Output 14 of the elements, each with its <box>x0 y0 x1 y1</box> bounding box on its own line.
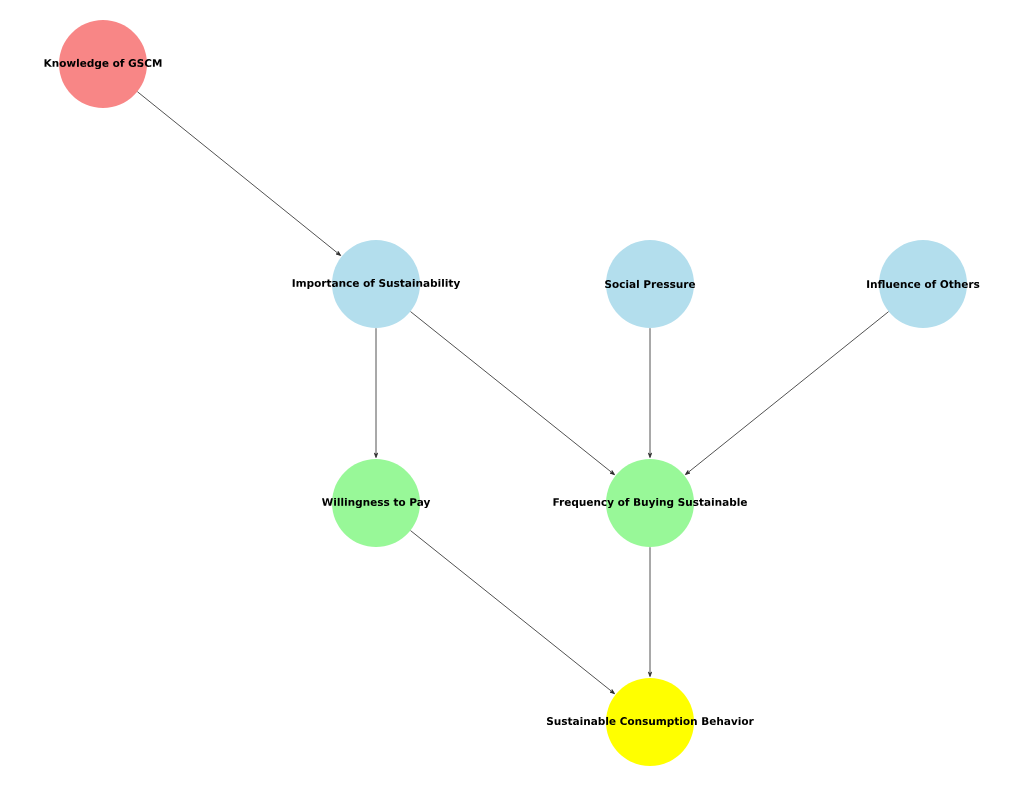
node-label: Influence of Others <box>867 279 980 289</box>
node-label: Social Pressure <box>605 279 696 289</box>
node-label: Frequency of Buying Sustainable <box>553 497 747 509</box>
arrow <box>685 311 889 475</box>
arrow <box>648 327 652 458</box>
arrow <box>410 311 615 476</box>
node-label: Knowledge of GSCM <box>44 58 162 70</box>
arrow <box>410 530 615 695</box>
circle-node <box>606 240 694 328</box>
arrow <box>374 327 378 458</box>
node-label: Importance of Sustainability <box>292 278 461 290</box>
arrow <box>137 91 342 256</box>
arrow <box>648 546 652 677</box>
node-label: Willingness to Pay <box>322 497 431 509</box>
